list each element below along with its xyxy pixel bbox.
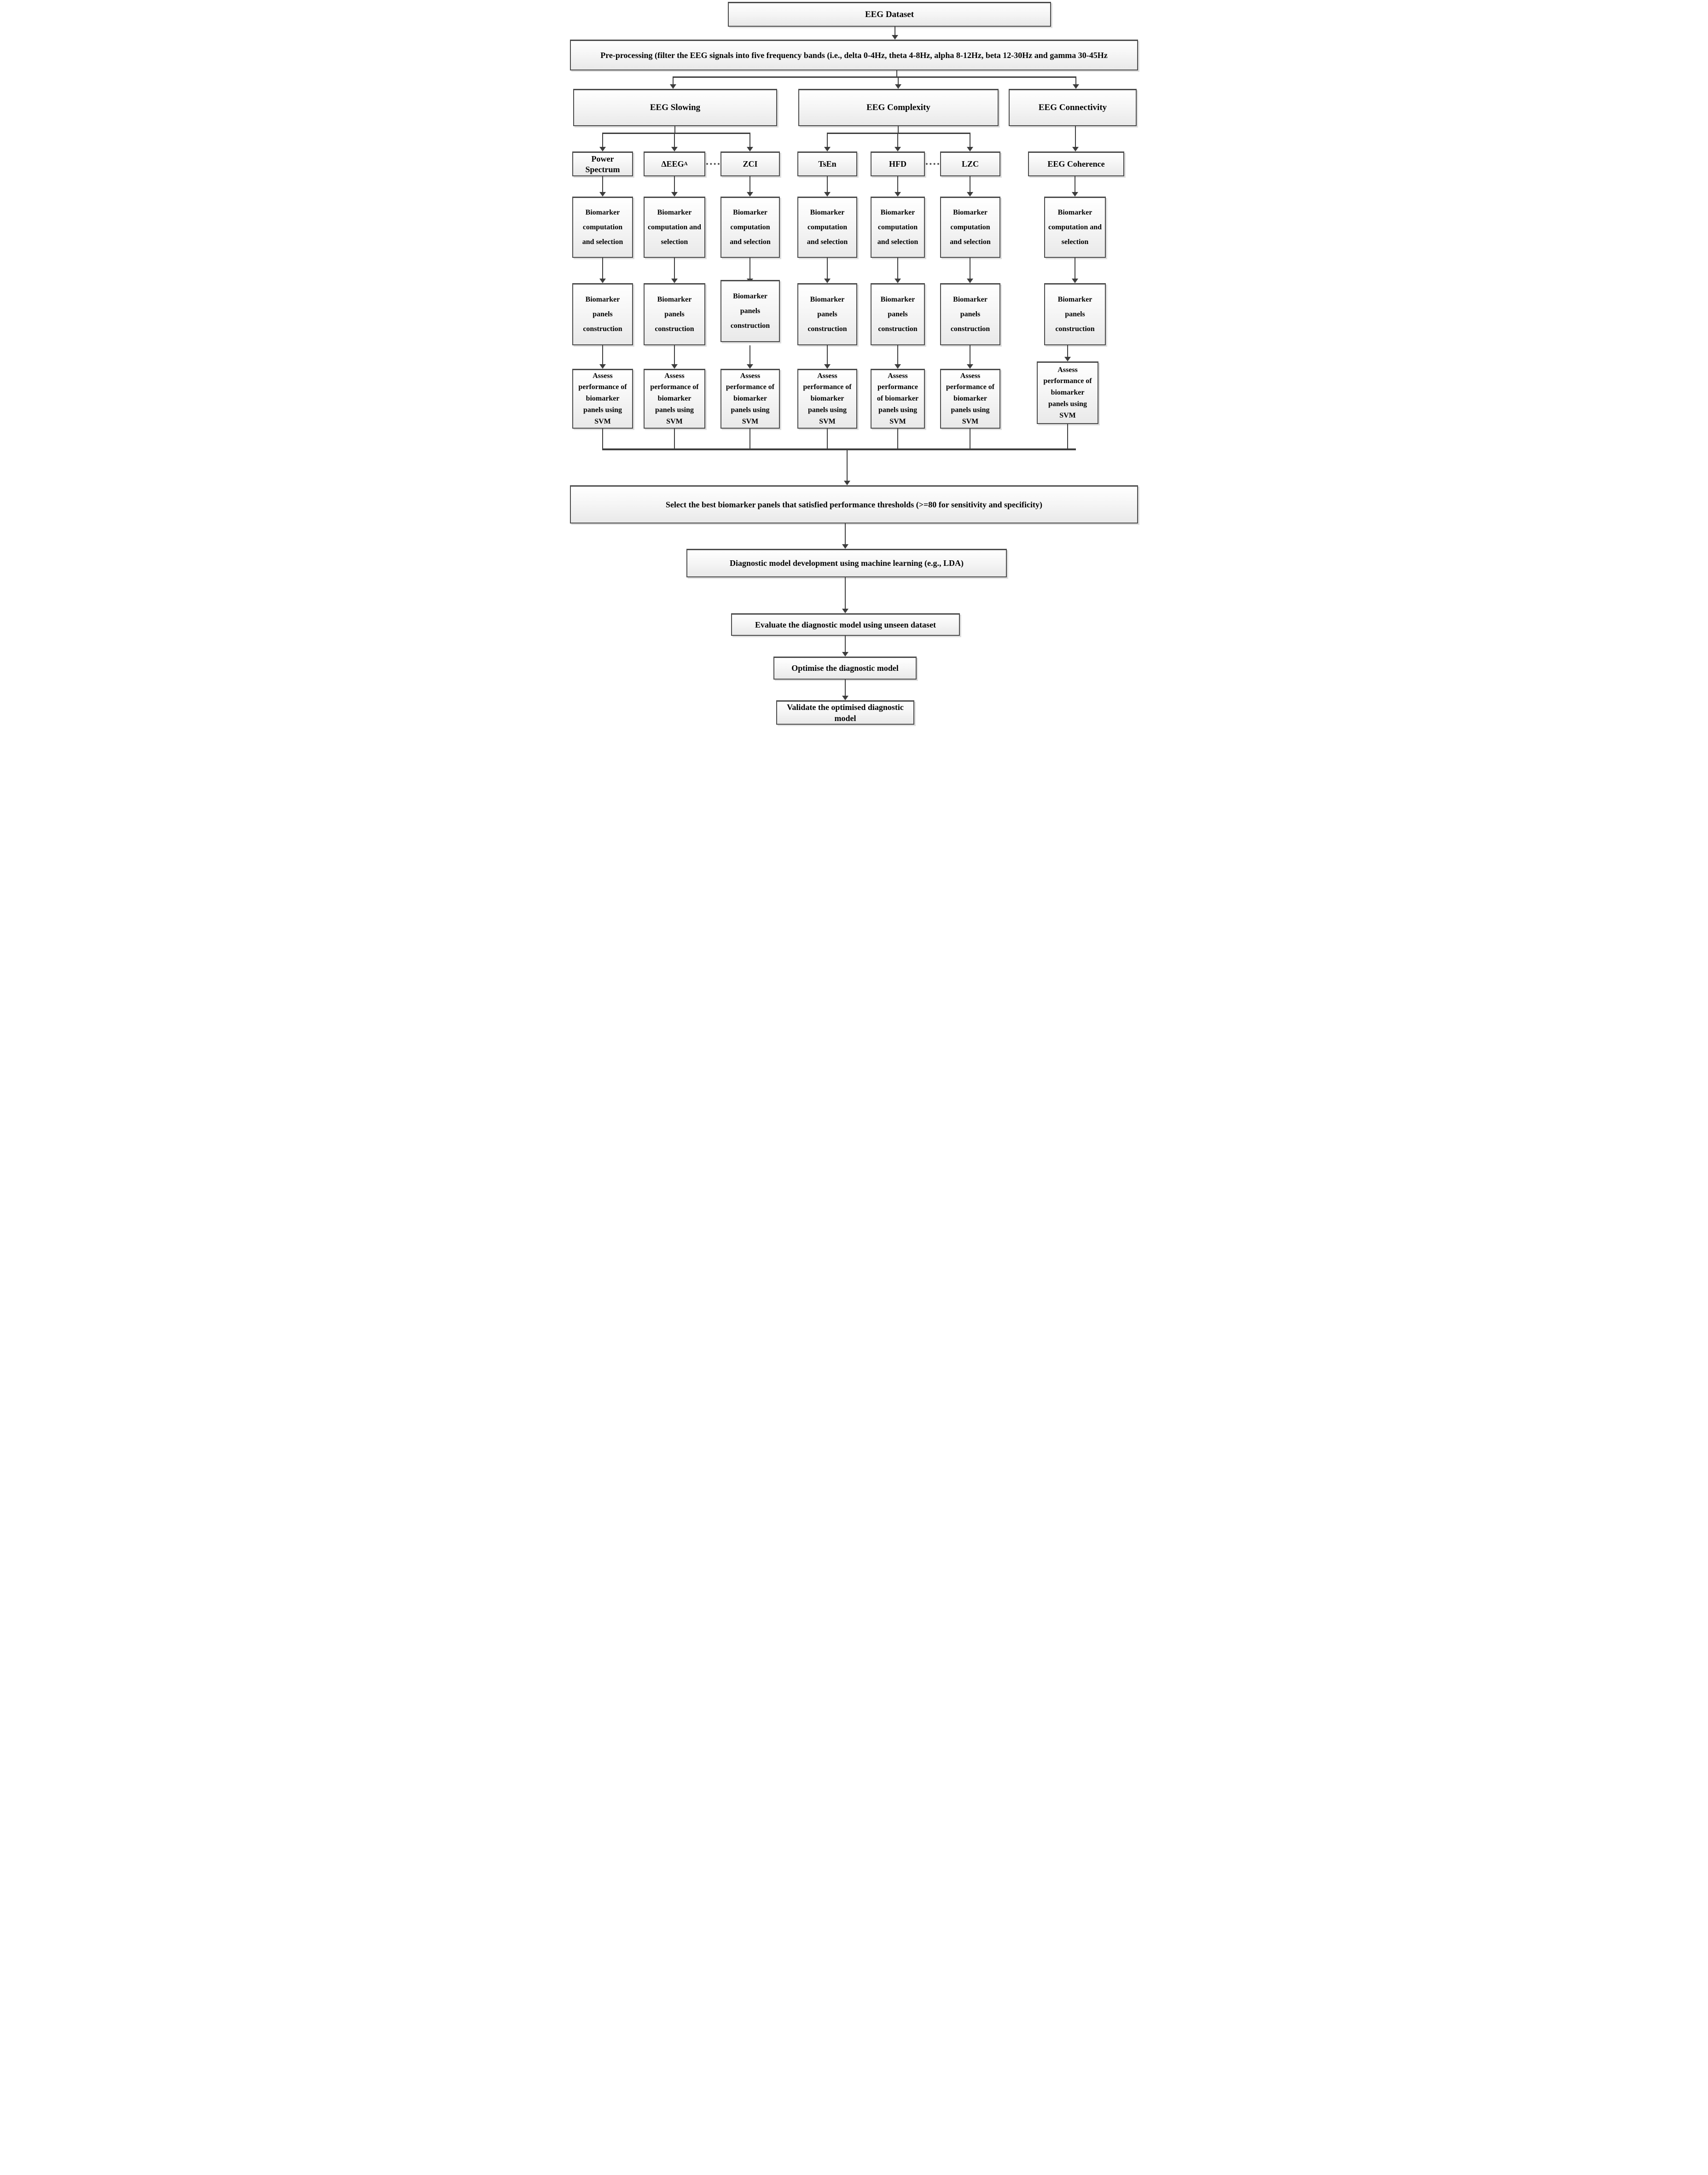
arrow-to-eeg-connectivity xyxy=(1073,76,1079,89)
node-diagnostic-model: Diagnostic model development using machi… xyxy=(686,549,1007,577)
node-computation-zci: Biomarker computation and selection xyxy=(720,197,780,258)
arrow-to-hfd xyxy=(895,133,901,151)
node-computation-power-spectrum: Biomarker computation and selection xyxy=(572,197,633,258)
connector-line xyxy=(602,133,750,134)
arrow-down xyxy=(824,176,831,197)
arrow-down xyxy=(599,345,606,369)
node-eeg-dataset: EEG Dataset xyxy=(728,2,1051,27)
arrow-down xyxy=(824,345,831,369)
node-assess-lzc: Assess performance of biomarker panels u… xyxy=(940,369,1000,429)
flowchart-canvas: EEG Dataset Pre-processing (filter the E… xyxy=(569,0,1139,727)
arrow-to-eeg-coherence xyxy=(1072,126,1079,151)
connector-line xyxy=(897,429,898,450)
node-zci: ZCI xyxy=(720,151,780,176)
node-assess-delta-eeg: Assess performance of biomarker panels u… xyxy=(644,369,705,429)
node-assess-coherence: Assess performance of biomarker panels u… xyxy=(1037,361,1098,424)
delta-eeg-label: ΔEEG xyxy=(661,159,684,169)
arrow-down xyxy=(747,176,753,197)
node-computation-delta-eeg: Biomarker computation and selection xyxy=(644,197,705,258)
node-panels-zci: Biomarker panels construction xyxy=(720,280,780,342)
arrow-down xyxy=(895,176,901,197)
dotted-link-hfd-lzc xyxy=(926,163,939,165)
arrow-to-eeg-slowing xyxy=(670,76,676,89)
node-hfd: HFD xyxy=(871,151,925,176)
node-panels-coherence: Biomarker panels construction xyxy=(1044,283,1106,345)
node-computation-hfd: Biomarker computation and selection xyxy=(871,197,925,258)
arrow-down xyxy=(895,258,901,283)
node-eeg-complexity: EEG Complexity xyxy=(798,89,999,126)
node-eeg-slowing: EEG Slowing xyxy=(573,89,777,126)
arrow-to-zci xyxy=(747,133,753,151)
connector-line xyxy=(749,429,750,450)
arrow-down xyxy=(599,258,606,283)
delta-eeg-subscript: A xyxy=(684,161,688,167)
node-validate-model: Validate the optimised diagnostic model xyxy=(776,700,914,725)
connector-line xyxy=(827,133,970,134)
arrow-down xyxy=(671,345,678,369)
node-power-spectrum: Power Spectrum xyxy=(572,151,633,176)
node-select-best-panels: Select the best biomarker panels that sa… xyxy=(570,485,1138,523)
node-eeg-coherence: EEG Coherence xyxy=(1028,151,1124,176)
dotted-link-deltaeeg-zci xyxy=(706,163,720,165)
arrow-to-power-spectrum xyxy=(599,133,606,151)
node-assess-tsen: Assess performance of biomarker panels u… xyxy=(797,369,857,429)
connector-line xyxy=(673,76,1076,78)
connector-line xyxy=(674,126,675,134)
node-panels-delta-eeg: Biomarker panels construction xyxy=(644,283,705,345)
arrow-to-evaluate xyxy=(842,577,848,613)
node-assess-zci: Assess performance of biomarker panels u… xyxy=(720,369,780,429)
arrow-down xyxy=(747,345,753,369)
arrow-to-select xyxy=(844,448,850,485)
arrow-down xyxy=(895,345,901,369)
connector-line xyxy=(674,429,675,450)
node-evaluate-model: Evaluate the diagnostic model using unse… xyxy=(731,613,960,636)
node-computation-coherence: Biomarker computation and selection xyxy=(1044,197,1106,258)
arrow-to-delta-eeg xyxy=(671,133,678,151)
node-lzc: LZC xyxy=(940,151,1000,176)
merge-bus-line xyxy=(602,448,1076,450)
arrow-down xyxy=(671,176,678,197)
node-panels-lzc: Biomarker panels construction xyxy=(940,283,1000,345)
node-assess-hfd: Assess performance of biomarker panels u… xyxy=(871,369,925,429)
node-panels-hfd: Biomarker panels construction xyxy=(871,283,925,345)
node-assess-power-spectrum: Assess performance of biomarker panels u… xyxy=(572,369,633,429)
connector-line xyxy=(1067,424,1068,450)
arrow-down xyxy=(671,258,678,283)
node-eeg-connectivity: EEG Connectivity xyxy=(1009,89,1137,126)
connector-line xyxy=(896,70,897,77)
arrow-to-optimise xyxy=(842,636,848,657)
node-computation-lzc: Biomarker computation and selection xyxy=(940,197,1000,258)
arrow-to-tsen xyxy=(824,133,831,151)
arrow-to-validate xyxy=(842,680,848,700)
node-panels-power-spectrum: Biomarker panels construction xyxy=(572,283,633,345)
arrow-down xyxy=(747,258,753,283)
node-preprocessing: Pre-processing (filter the EEG signals i… xyxy=(570,40,1138,70)
arrow-down xyxy=(599,176,606,197)
node-tsen: TsEn xyxy=(797,151,857,176)
connector-line xyxy=(827,429,828,450)
node-optimise-model: Optimise the diagnostic model xyxy=(773,657,917,680)
arrow-to-eeg-complexity xyxy=(895,76,901,89)
arrow-down xyxy=(824,258,831,283)
node-panels-tsen: Biomarker panels construction xyxy=(797,283,857,345)
node-computation-tsen: Biomarker computation and selection xyxy=(797,197,857,258)
arrow-down xyxy=(1064,345,1071,361)
connector-line xyxy=(898,126,899,134)
connector-line xyxy=(602,429,603,450)
arrow-to-diagnostic xyxy=(842,523,848,549)
